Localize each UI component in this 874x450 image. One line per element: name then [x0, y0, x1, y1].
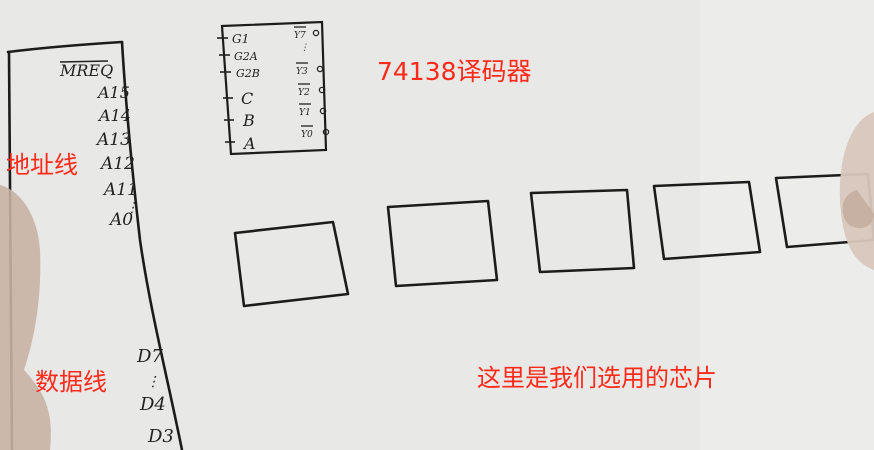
pin-a15: A15 [96, 83, 130, 102]
data-bus-label: 数据线 [35, 368, 107, 396]
chip-2 [386, 199, 499, 288]
pin-a13: A13 [95, 130, 131, 150]
decoder-out-y2: Y2 [298, 88, 310, 98]
chip-1 [233, 220, 350, 308]
mreq-label: MREQ [59, 61, 113, 80]
decoder-in-g2a: G2A [234, 50, 258, 63]
pin-a0: A0 [108, 210, 133, 230]
addr-ellipsis: ⋮ [125, 200, 139, 216]
chips-note: 这里是我们选用的芯片 [477, 364, 717, 392]
decoder-out-y3: Y3 [296, 67, 308, 77]
decoder-in-c: C [241, 89, 253, 108]
decoder-chip: G1 G2A G2B C B A Y7 ⋮ Y3 Y2 Y1 Y0 [217, 20, 330, 156]
pin-d7: D7 [136, 346, 163, 367]
decoder-out-y0: Y0 [301, 130, 313, 140]
decoder-out-y7: Y7 [294, 31, 306, 41]
decoder-in-b: B [242, 111, 255, 130]
pin-d4: D4 [139, 394, 166, 415]
address-bus-label: 地址线 [6, 151, 78, 179]
decoder-caption: 74138译码器 [377, 57, 532, 86]
chip-3 [529, 188, 636, 274]
cpu-pins: MREQ A15 A14 A13 A12 A11 ⋮ A0 D7 ⋮ D4 D3 [59, 60, 174, 447]
pin-d3: D3 [147, 426, 174, 447]
pin-a14: A14 [97, 106, 131, 125]
data-ellipsis: ⋮ [146, 374, 160, 390]
chip-4 [652, 180, 762, 261]
hands-photo [0, 112, 874, 450]
decoder-in-a: A [242, 134, 256, 153]
decoder-out-ellipsis: ⋮ [300, 43, 309, 53]
pin-a12: A12 [99, 154, 135, 174]
decoder-out-y1: Y1 [299, 108, 311, 118]
decoder-in-g1: G1 [232, 32, 249, 46]
chip-5 [774, 172, 874, 249]
decoder-in-g2b: G2B [236, 67, 260, 80]
pin-a11: A11 [102, 180, 138, 200]
mreq-overbar [59, 60, 109, 63]
